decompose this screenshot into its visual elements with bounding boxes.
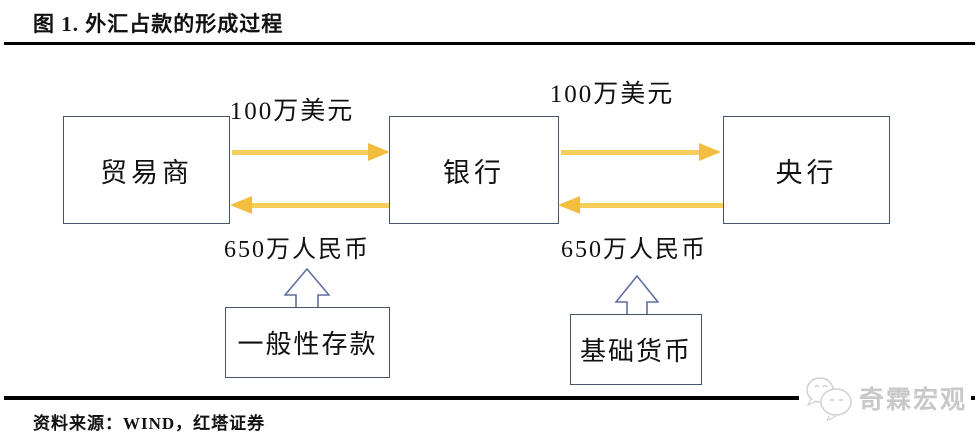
- arrow-trader-to-bank: [232, 150, 369, 155]
- bottom-divider: [4, 396, 975, 400]
- node-general-deposit: 一般性存款: [225, 307, 390, 378]
- node-base-money-label: 基础货币: [579, 337, 692, 366]
- node-trader: 贸易商: [63, 116, 230, 224]
- label-bank-to-trader: 650万人民币: [224, 237, 370, 263]
- up-arrow-base-money-icon: [615, 275, 659, 315]
- watermark-text: 奇霖宏观: [859, 386, 968, 414]
- node-central-bank-label: 央行: [775, 157, 838, 188]
- node-central-bank: 央行: [723, 116, 890, 224]
- node-bank: 银行: [389, 116, 559, 224]
- arrowhead-right-icon: [699, 143, 721, 161]
- label-bank-to-central: 100万美元: [549, 81, 675, 108]
- figure-title: 图 1. 外汇占款的形成过程: [33, 12, 284, 36]
- node-trader-label: 贸易商: [100, 157, 193, 188]
- up-arrow-deposit-icon: [284, 268, 330, 308]
- arrow-bank-to-central: [561, 150, 700, 155]
- label-central-to-bank: 650万人民币: [561, 237, 707, 263]
- arrowhead-right-icon: [368, 143, 390, 161]
- top-divider: [4, 42, 975, 45]
- chat-bubbles-icon: [806, 377, 852, 421]
- source-note: 资料来源：WIND，红塔证券: [33, 414, 266, 433]
- arrowhead-left-icon: [230, 196, 252, 214]
- node-base-money: 基础货币: [570, 314, 702, 385]
- node-bank-label: 银行: [443, 157, 505, 188]
- arrow-bank-to-trader: [252, 203, 389, 208]
- watermark: 奇霖宏观: [799, 373, 972, 423]
- arrowhead-left-icon: [558, 196, 580, 214]
- label-trader-to-bank: 100万美元: [229, 98, 355, 125]
- node-general-deposit-label: 一般性存款: [237, 330, 378, 359]
- arrow-central-to-bank: [580, 203, 723, 208]
